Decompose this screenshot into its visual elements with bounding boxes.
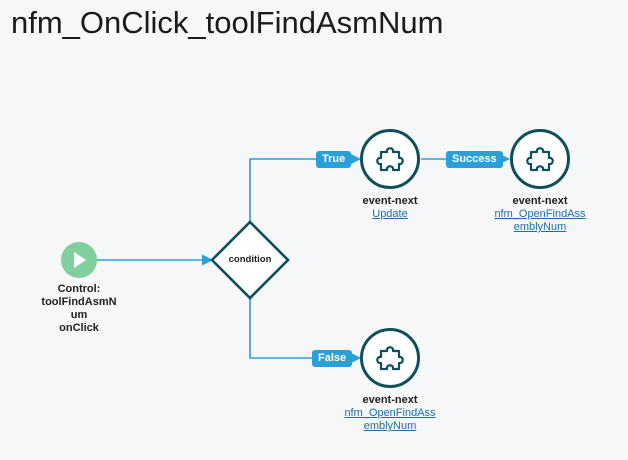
event-node-open-find-top[interactable] bbox=[510, 129, 570, 189]
start-caption-line: um bbox=[70, 309, 88, 321]
diagram-title: nfm_OnClick_toolFindAsmNum bbox=[11, 5, 444, 40]
node-kind-label: event-next bbox=[512, 195, 568, 207]
start-caption-line: Control: bbox=[57, 283, 101, 295]
node-kind-label: event-next bbox=[362, 195, 418, 207]
puzzle-icon bbox=[376, 147, 404, 172]
link-line: emblyNum bbox=[363, 420, 417, 432]
event-node-update[interactable] bbox=[360, 129, 420, 189]
branch-success-label[interactable]: Success bbox=[446, 151, 503, 168]
update-caption: event-next Update bbox=[340, 195, 440, 221]
start-caption-line: onClick bbox=[59, 322, 99, 334]
branch-false-label[interactable]: False bbox=[312, 350, 353, 367]
start-node[interactable] bbox=[61, 242, 97, 278]
link-line: nfm_OpenFindAss bbox=[494, 208, 586, 220]
node-kind-label: event-next bbox=[362, 394, 418, 406]
puzzle-icon bbox=[376, 346, 404, 371]
condition-label: condition bbox=[228, 254, 272, 265]
open-find-top-caption: event-next nfm_OpenFindAss emblyNum bbox=[480, 195, 600, 234]
link-line: emblyNum bbox=[513, 221, 567, 233]
branch-true-label[interactable]: True bbox=[316, 151, 352, 168]
edge-condition-false bbox=[249, 298, 362, 364]
open-find-bottom-link[interactable]: nfm_OpenFindAss emblyNum bbox=[330, 407, 450, 433]
play-icon bbox=[74, 252, 86, 268]
puzzle-icon bbox=[526, 147, 554, 172]
start-caption-line: toolFindAsmN bbox=[41, 296, 117, 308]
link-line: nfm_OpenFindAss bbox=[344, 407, 436, 419]
condition-node[interactable] bbox=[210, 220, 290, 300]
edges bbox=[97, 153, 511, 364]
event-node-open-find-bottom[interactable] bbox=[360, 328, 420, 388]
open-find-bottom-caption: event-next nfm_OpenFindAss emblyNum bbox=[330, 394, 450, 433]
start-caption: Control: toolFindAsmN um onClick bbox=[33, 283, 125, 335]
open-find-top-link[interactable]: nfm_OpenFindAss emblyNum bbox=[480, 208, 600, 234]
update-link[interactable]: Update bbox=[372, 208, 408, 220]
